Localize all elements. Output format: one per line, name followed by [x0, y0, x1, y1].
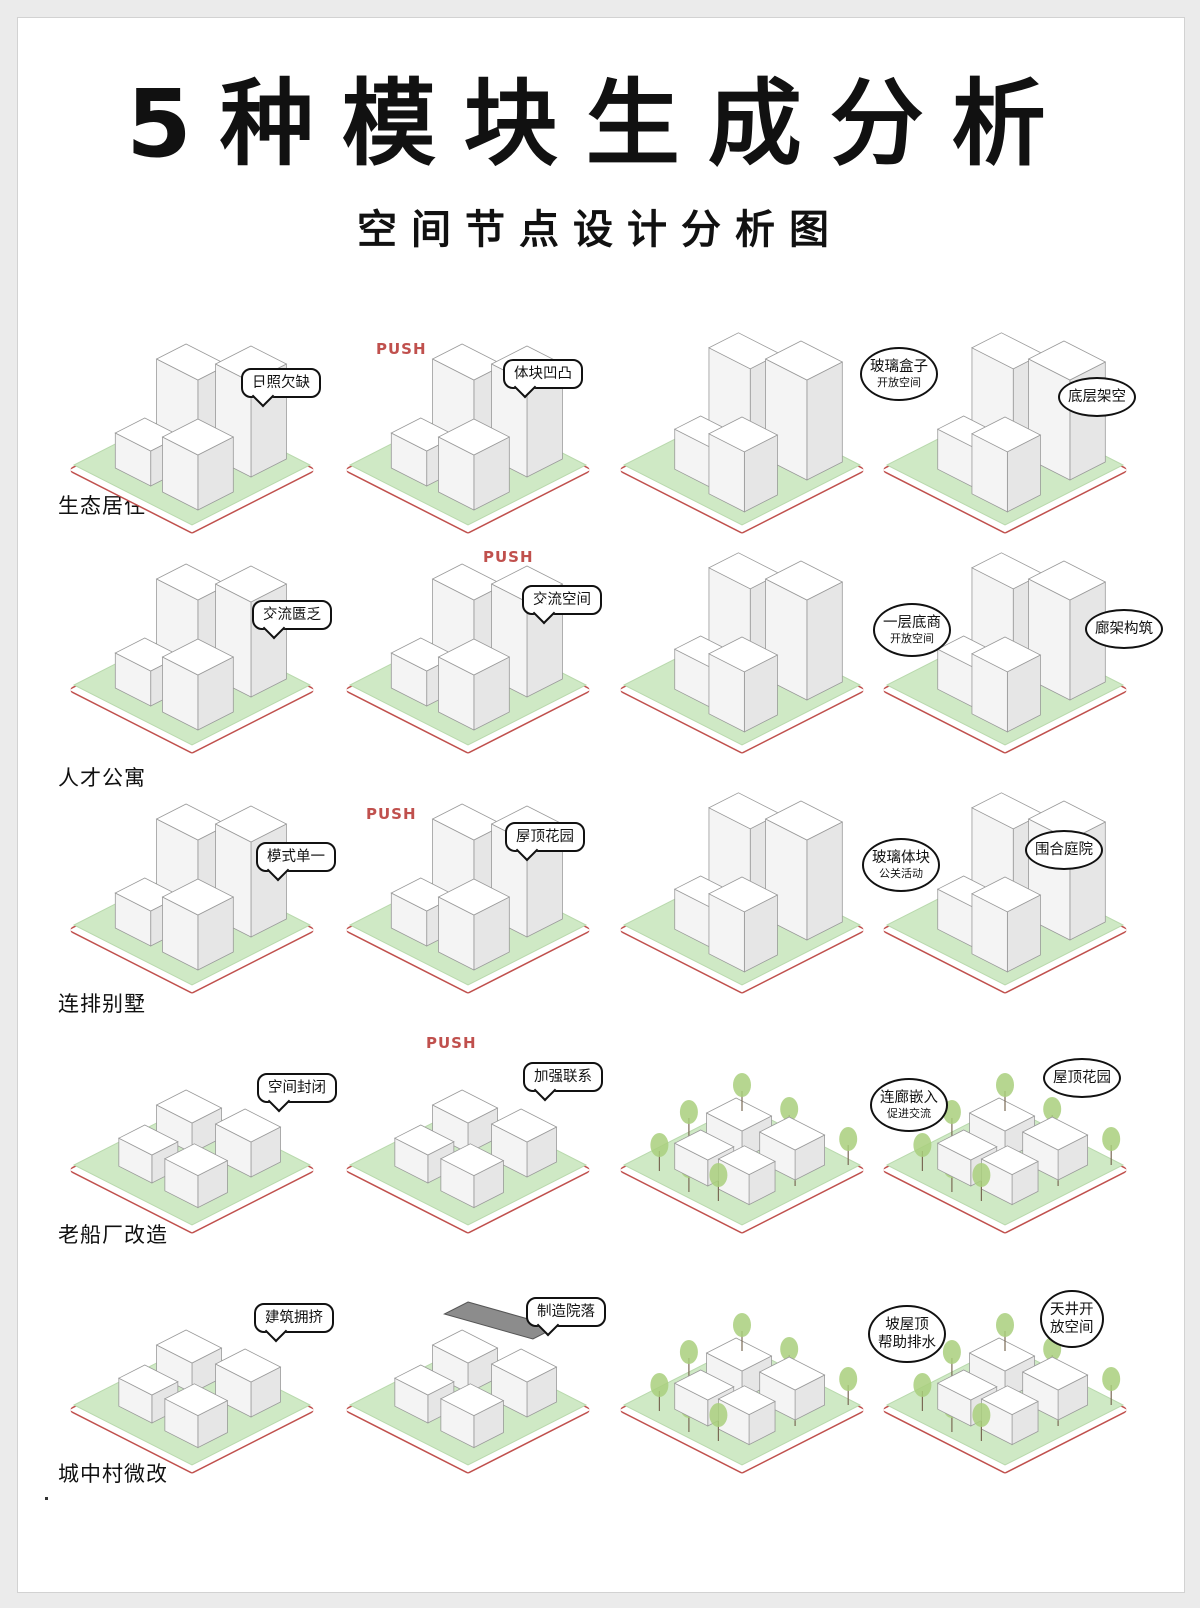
callout-bubble: 围合庭院 [1025, 830, 1103, 871]
site-diagram [619, 552, 865, 754]
page-subtitle: 空间节点设计分析图 [357, 207, 843, 253]
panel-r5-c2 [338, 1285, 598, 1485]
page-title: 5种模块生成分析 [126, 70, 1074, 179]
push-label: PUSH [366, 805, 417, 823]
panel-r4-c4 [875, 1045, 1135, 1245]
panel-r2-c1 [62, 563, 322, 765]
callout-bubble: 屋顶花园 [505, 822, 585, 862]
site-diagram [882, 1073, 1128, 1234]
panel-r5-c3 [612, 1285, 872, 1485]
callout-bubble: 交流空间 [522, 585, 602, 625]
panel-r5-c4 [875, 1285, 1135, 1485]
panel-r2-c2 [338, 563, 598, 765]
callout-bubble: 坡屋顶帮助排水 [868, 1305, 946, 1364]
callout-bubble: 体块凹凸 [503, 359, 583, 399]
callout-bubble: 空间封闭 [257, 1073, 337, 1113]
push-label: PUSH [376, 340, 427, 358]
callout-bubble: 底层架空 [1058, 377, 1136, 418]
site-diagram [619, 332, 865, 534]
callout-bubble: 廊架构筑 [1085, 609, 1163, 650]
panel-r4-c2 [338, 1045, 598, 1245]
callout-bubble: 玻璃盒子开放空间 [860, 347, 938, 401]
site-diagram [882, 552, 1128, 754]
site-diagram [69, 563, 315, 754]
callout-bubble: 日照欠缺 [241, 368, 321, 408]
panel-r3-c4 [875, 792, 1135, 1005]
callout-bubble: 连廊嵌入促进交流 [870, 1078, 948, 1132]
callout-bubble: 天井开放空间 [1040, 1290, 1104, 1349]
callout-bubble: 交流匮乏 [252, 600, 332, 640]
site-diagram [345, 563, 591, 754]
callout-bubble: 模式单一 [256, 842, 336, 882]
push-label: PUSH [483, 548, 534, 566]
row-label-townhouse: 连排别墅 [58, 992, 146, 1016]
panel-r1-c3 [612, 332, 872, 545]
callout-bubble: 加强联系 [523, 1062, 603, 1102]
site-diagram [882, 332, 1128, 534]
site-diagram [69, 803, 315, 994]
site-diagram [345, 1089, 591, 1234]
row-label-talent-apartment: 人才公寓 [58, 766, 146, 790]
site-diagram [882, 1313, 1128, 1474]
site-diagram [619, 792, 865, 994]
site-diagram [69, 1089, 315, 1234]
panel-r3-c3 [612, 792, 872, 1005]
panel-r4-c3 [612, 1045, 872, 1245]
callout-bubble: 制造院落 [526, 1297, 606, 1337]
panel-r1-c4 [875, 332, 1135, 545]
callout-bubble: 玻璃体块公关活动 [862, 838, 940, 892]
panel-r3-c2 [338, 803, 598, 1005]
row-label-urban-village: 城中村微改 [58, 1462, 168, 1486]
site-diagram [345, 1301, 591, 1474]
site-diagram [345, 803, 591, 994]
push-label: PUSH [426, 1034, 477, 1052]
site-diagram [69, 1329, 315, 1474]
callout-bubble: 屋顶花园 [1043, 1058, 1121, 1099]
site-diagram [619, 1073, 865, 1234]
stray-dot [45, 1497, 48, 1500]
panel-r2-c4 [875, 552, 1135, 765]
panel-r4-c1 [62, 1045, 322, 1245]
panel-r2-c3 [612, 552, 872, 765]
callout-bubble: 建筑拥挤 [254, 1303, 334, 1343]
site-diagram [882, 792, 1128, 994]
panel-r3-c1 [62, 803, 322, 1005]
row-label-shipyard: 老船厂改造 [58, 1223, 168, 1247]
panel-r5-c1 [62, 1285, 322, 1485]
site-diagram [619, 1313, 865, 1474]
callout-bubble: 一层底商开放空间 [873, 603, 951, 657]
